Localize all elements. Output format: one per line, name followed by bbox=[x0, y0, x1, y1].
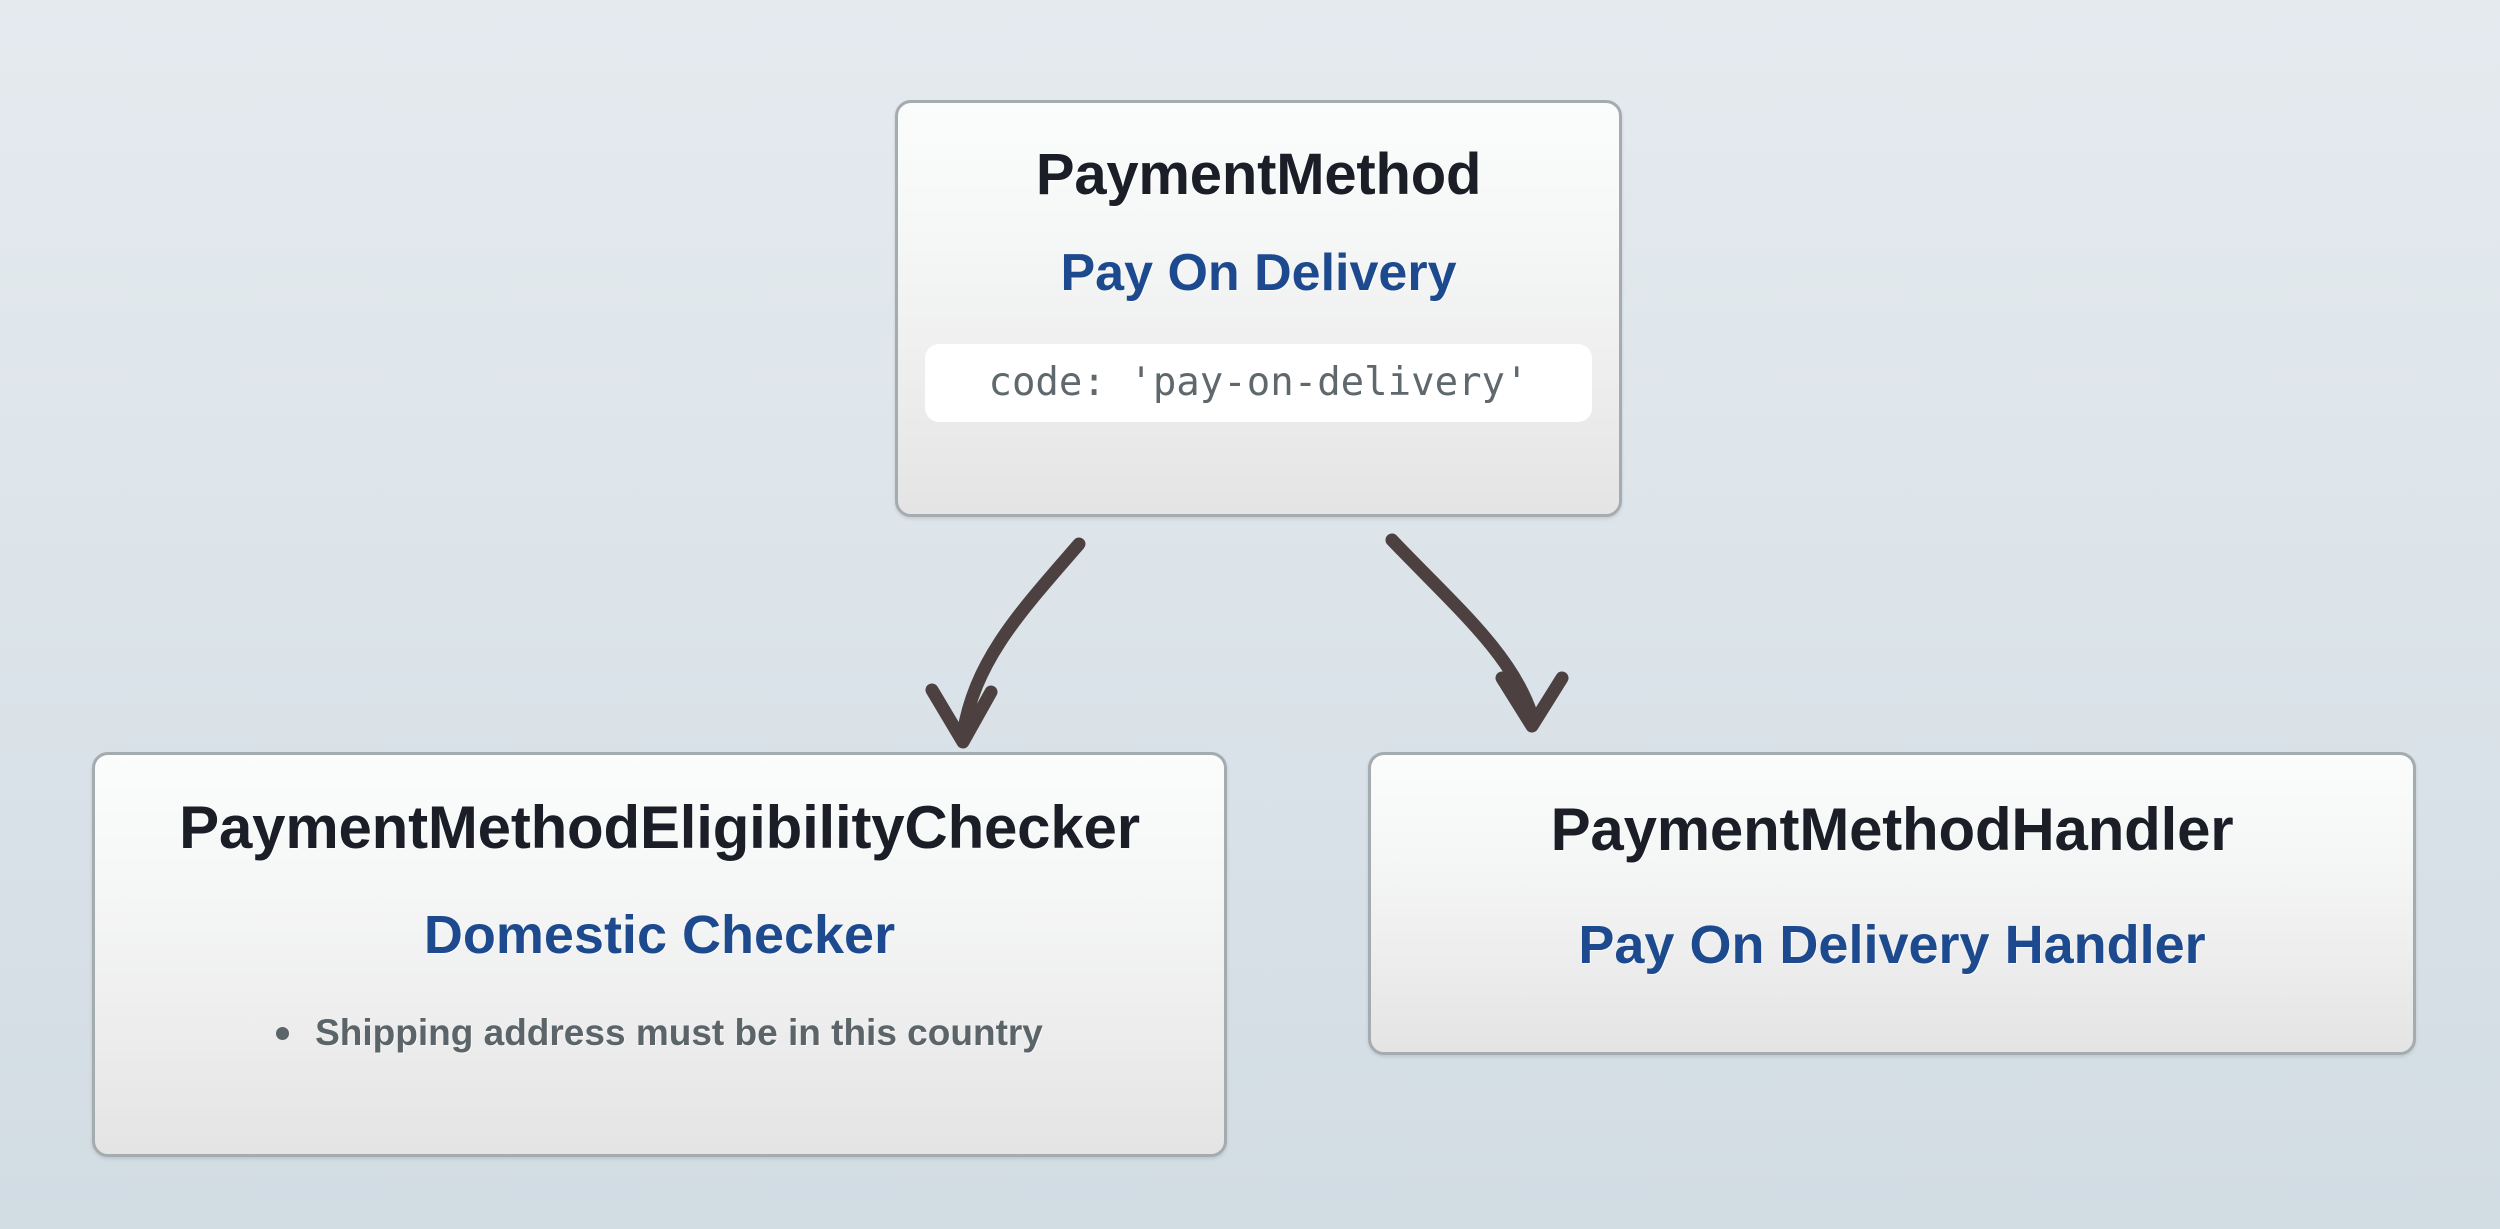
card-eligibility-checker[interactable]: PaymentMethodEligibilityChecker Domestic… bbox=[92, 752, 1227, 1157]
eligibility-rule-list: Shipping address must be in this country bbox=[117, 1012, 1202, 1054]
card-payment-method[interactable]: PaymentMethod Pay On Delivery code: 'pay… bbox=[895, 100, 1622, 517]
arrow-root-to-handler-head bbox=[1495, 671, 1569, 733]
card-payment-method-name: Pay On Delivery bbox=[1060, 243, 1457, 302]
arrow-root-to-eligibility-checker-head bbox=[925, 683, 998, 749]
card-handler-entity-type: PaymentMethodHandler bbox=[1550, 796, 2234, 863]
card-payment-method-code-chip: code: 'pay-on-delivery' bbox=[925, 343, 1592, 422]
eligibility-rule-text: Shipping address must be in this country bbox=[315, 1012, 1043, 1053]
card-handler[interactable]: PaymentMethodHandler Pay On Delivery Han… bbox=[1368, 752, 2416, 1055]
arrow-root-to-eligibility-checker bbox=[956, 537, 1086, 741]
bullet-icon bbox=[276, 1026, 290, 1040]
card-eligibility-checker-name: Domestic Checker bbox=[423, 905, 896, 965]
card-payment-method-entity-type: PaymentMethod bbox=[1035, 142, 1482, 207]
arrow-root-to-handler bbox=[1385, 533, 1539, 723]
card-handler-name: Pay On Delivery Handler bbox=[1578, 915, 2206, 975]
card-eligibility-checker-entity-type: PaymentMethodEligibilityChecker bbox=[179, 794, 1140, 861]
list-item: Shipping address must be in this country bbox=[117, 1012, 1202, 1054]
